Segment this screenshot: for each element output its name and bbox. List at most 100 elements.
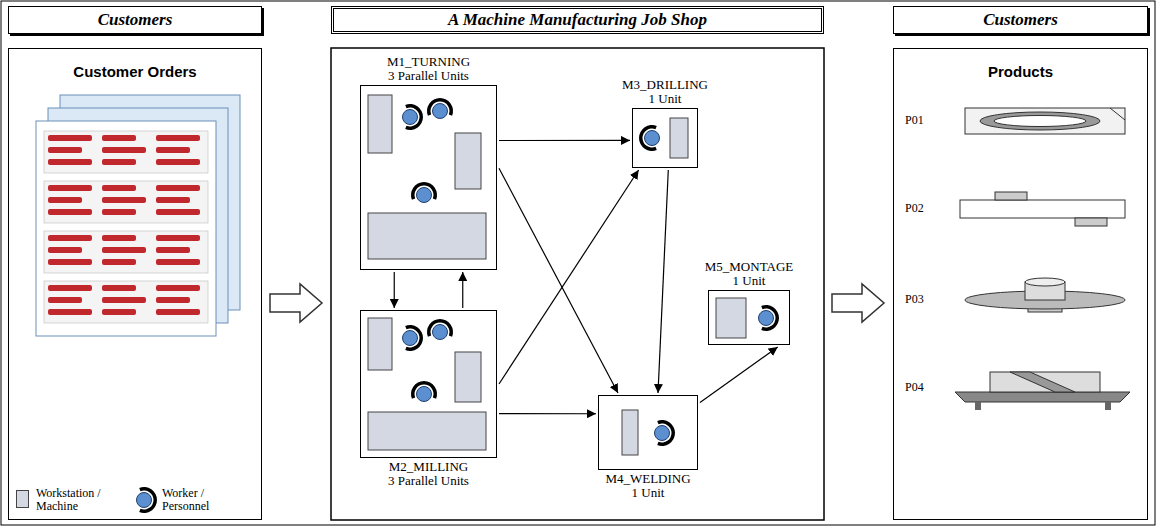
flow-connector xyxy=(658,170,668,393)
order-line xyxy=(48,197,82,203)
order-line xyxy=(102,147,146,153)
orders-panel: Customer Orders xyxy=(8,48,262,520)
station-caption: M3_DRILLING1 Unit xyxy=(580,78,750,106)
worker-icon xyxy=(411,182,437,202)
flow-connector xyxy=(394,272,395,308)
product-code: P04 xyxy=(905,380,924,395)
order-line xyxy=(156,147,190,153)
order-line xyxy=(48,147,82,153)
station-caption: M4_WELDING1 Unit xyxy=(563,472,733,500)
flow-arrow xyxy=(832,284,884,322)
machine-station: M3_DRILLING1 Unit xyxy=(632,108,698,168)
order-line xyxy=(156,259,200,265)
product-drawings xyxy=(955,108,1130,410)
order-line xyxy=(48,135,92,141)
station-label: 1 Unit xyxy=(563,486,733,500)
order-line xyxy=(48,159,92,165)
order-line xyxy=(102,309,136,315)
station-label: M2_MILLING xyxy=(344,460,514,474)
station-label: 3 Parallel Units xyxy=(344,474,514,488)
header-box: Customers xyxy=(8,6,262,34)
workstation-icon xyxy=(368,318,392,370)
order-line xyxy=(102,247,146,253)
order-line xyxy=(156,159,200,165)
flow-connector xyxy=(499,168,618,393)
order-line xyxy=(102,185,136,191)
worker-icon xyxy=(411,381,437,401)
product-code: P02 xyxy=(905,201,924,216)
legend-swatch xyxy=(16,490,29,508)
order-line xyxy=(102,209,136,215)
heading-text: A Machine Manufacturing Job Shop xyxy=(448,10,707,30)
heading-text: Products xyxy=(988,63,1053,80)
order-line xyxy=(156,309,200,315)
order-line xyxy=(48,297,82,303)
order-line xyxy=(48,285,92,291)
order-line xyxy=(48,209,92,215)
order-line xyxy=(48,235,92,241)
station-label: M3_DRILLING xyxy=(580,78,750,92)
station-label: M5_MONTAGE xyxy=(664,260,834,274)
worker-icon xyxy=(427,98,453,118)
worker-icon xyxy=(655,420,675,446)
workstation-icon xyxy=(368,95,392,153)
order-line xyxy=(156,197,190,203)
station-label: 3 Parallel Units xyxy=(344,69,514,83)
order-line xyxy=(156,297,190,303)
workstation-icon xyxy=(368,213,486,259)
order-line xyxy=(156,247,190,253)
station-caption: M5_MONTAGE1 Unit xyxy=(664,260,834,288)
worker-icon xyxy=(403,325,423,351)
flow-connector xyxy=(499,170,639,384)
order-line xyxy=(48,185,92,191)
order-document xyxy=(36,121,216,336)
header-box: A Machine Manufacturing Job Shop xyxy=(331,6,824,34)
order-line xyxy=(102,285,136,291)
order-line xyxy=(156,185,200,191)
worker-icon xyxy=(137,487,157,513)
machine-station: M5_MONTAGE1 Unit xyxy=(708,290,790,345)
station-label: 1 Unit xyxy=(580,92,750,106)
order-line xyxy=(48,259,92,265)
flow-connector xyxy=(700,347,778,403)
legend-text: Workstation / Machine xyxy=(36,487,118,513)
workstation-icon xyxy=(622,410,638,455)
order-line xyxy=(102,159,136,165)
products-panel: Products xyxy=(893,48,1148,520)
order-line xyxy=(156,209,200,215)
order-line xyxy=(102,235,136,241)
machine-station: M1_TURNING3 Parallel Units xyxy=(360,85,497,270)
worker-icon xyxy=(759,305,779,331)
order-line xyxy=(156,235,200,241)
flow-connector xyxy=(499,140,630,141)
station-label: M4_WELDING xyxy=(563,472,733,486)
worker-icon xyxy=(639,125,659,151)
order-line xyxy=(102,259,136,265)
order-line xyxy=(156,285,200,291)
worker-icon xyxy=(403,104,423,130)
flow-connector xyxy=(462,272,463,308)
heading-text: Customer Orders xyxy=(73,63,196,80)
flow-arrow xyxy=(270,284,322,322)
order-line xyxy=(156,135,200,141)
station-caption: M1_TURNING3 Parallel Units xyxy=(344,55,514,83)
workstation-icon xyxy=(670,118,688,158)
workstation-icon xyxy=(455,352,481,402)
header-box: Customers xyxy=(893,6,1148,34)
station-label: M1_TURNING xyxy=(344,55,514,69)
order-line xyxy=(102,297,146,303)
order-line xyxy=(48,247,82,253)
heading-text: Customers xyxy=(98,10,173,30)
workstation-icon xyxy=(716,298,746,338)
order-line xyxy=(48,309,92,315)
product-code: P01 xyxy=(905,113,924,128)
machine-station: M4_WELDING1 Unit xyxy=(598,395,698,470)
flow-connector xyxy=(499,413,596,414)
machine-station: M2_MILLING3 Parallel Units xyxy=(360,310,497,458)
product-code: P03 xyxy=(905,292,924,307)
station-label: 1 Unit xyxy=(664,274,834,288)
legend-text: Worker / Personnel xyxy=(162,487,252,513)
workstation-icon xyxy=(455,133,481,189)
order-line xyxy=(102,197,146,203)
